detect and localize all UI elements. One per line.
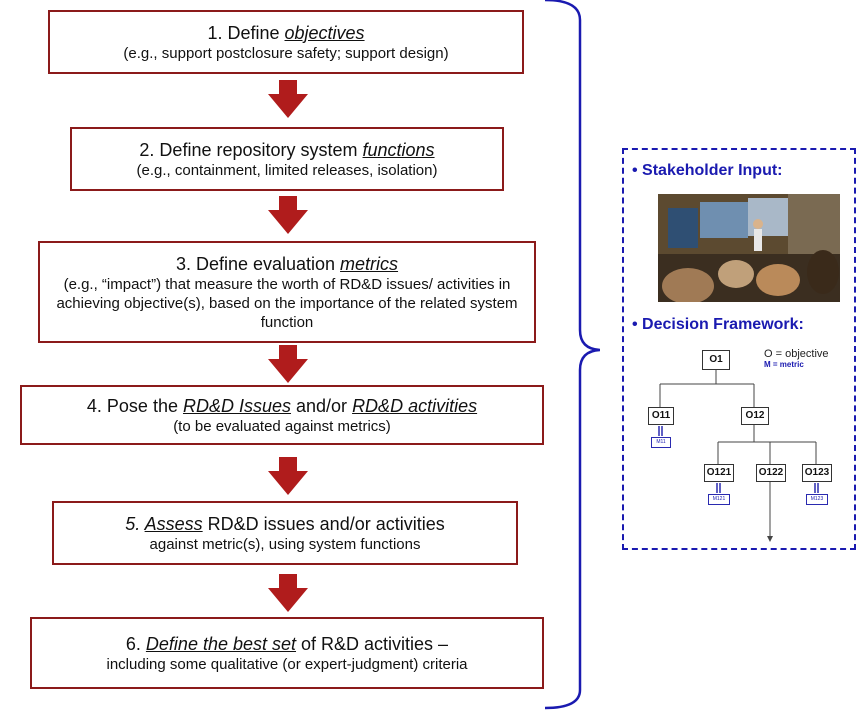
step-4-title: 4. Pose the RD&D Issues and/or RD&D acti… bbox=[86, 395, 478, 416]
step-1-subtitle: (e.g., support postclosure safety; suppo… bbox=[123, 44, 449, 62]
curly-bracket bbox=[544, 0, 600, 710]
step-2-subtitle: (e.g., containment, limited releases, is… bbox=[136, 161, 438, 179]
node-o122: O122 bbox=[756, 464, 786, 482]
legend-metric: M = metric bbox=[764, 360, 804, 369]
step-2-title: 2. Define repository system functions bbox=[139, 139, 435, 160]
down-arrow-3 bbox=[268, 345, 308, 383]
node-o12: O12 bbox=[741, 407, 769, 425]
step-5-title: 5. Assess RD&D issues and/or activities bbox=[125, 513, 445, 534]
step-1-title: 1. Define objectives bbox=[207, 22, 365, 43]
down-arrow-1 bbox=[268, 80, 308, 118]
decision-tree-lines bbox=[658, 370, 819, 542]
down-arrow-4 bbox=[268, 457, 308, 495]
step-6-box: 6. Define the best set of R&D activities… bbox=[30, 617, 544, 689]
meeting-photo bbox=[658, 194, 840, 302]
stakeholder-input-title: • Stakeholder Input: bbox=[632, 162, 783, 179]
metric-m121: M121 bbox=[708, 494, 730, 505]
step-3-subtitle: (e.g., “impact”) that measure the worth … bbox=[56, 275, 518, 331]
node-o123: O123 bbox=[802, 464, 832, 482]
node-o11: O11 bbox=[648, 407, 674, 425]
step-3-title: 3. Define evaluation metrics bbox=[175, 253, 399, 274]
down-arrow-2 bbox=[268, 196, 308, 234]
step-1-box: 1. Define objectives (e.g., support post… bbox=[48, 10, 524, 74]
legend-objective: O = objective bbox=[764, 348, 829, 360]
step-3-box: 3. Define evaluation metrics (e.g., “imp… bbox=[38, 241, 536, 343]
node-o1: O1 bbox=[702, 350, 730, 370]
step-6-title: 6. Define the best set of R&D activities… bbox=[125, 633, 449, 654]
node-o121: O121 bbox=[704, 464, 734, 482]
step-4-box: 4. Pose the RD&D Issues and/or RD&D acti… bbox=[20, 385, 544, 445]
metric-m11: M11 bbox=[651, 437, 671, 448]
step-5-box: 5. Assess RD&D issues and/or activities … bbox=[52, 501, 518, 565]
step-6-subtitle: including some qualitative (or expert-ju… bbox=[106, 655, 468, 673]
stakeholder-panel: • Stakeholder Input: • Decision Framewor… bbox=[622, 148, 856, 550]
decision-framework-title: • Decision Framework: bbox=[632, 316, 804, 333]
step-4-subtitle: (to be evaluated against metrics) bbox=[173, 417, 391, 435]
step-2-box: 2. Define repository system functions (e… bbox=[70, 127, 504, 191]
metric-m123: M123 bbox=[806, 494, 828, 505]
step-5-subtitle: against metric(s), using system function… bbox=[149, 535, 421, 553]
down-arrow-5 bbox=[268, 574, 308, 612]
